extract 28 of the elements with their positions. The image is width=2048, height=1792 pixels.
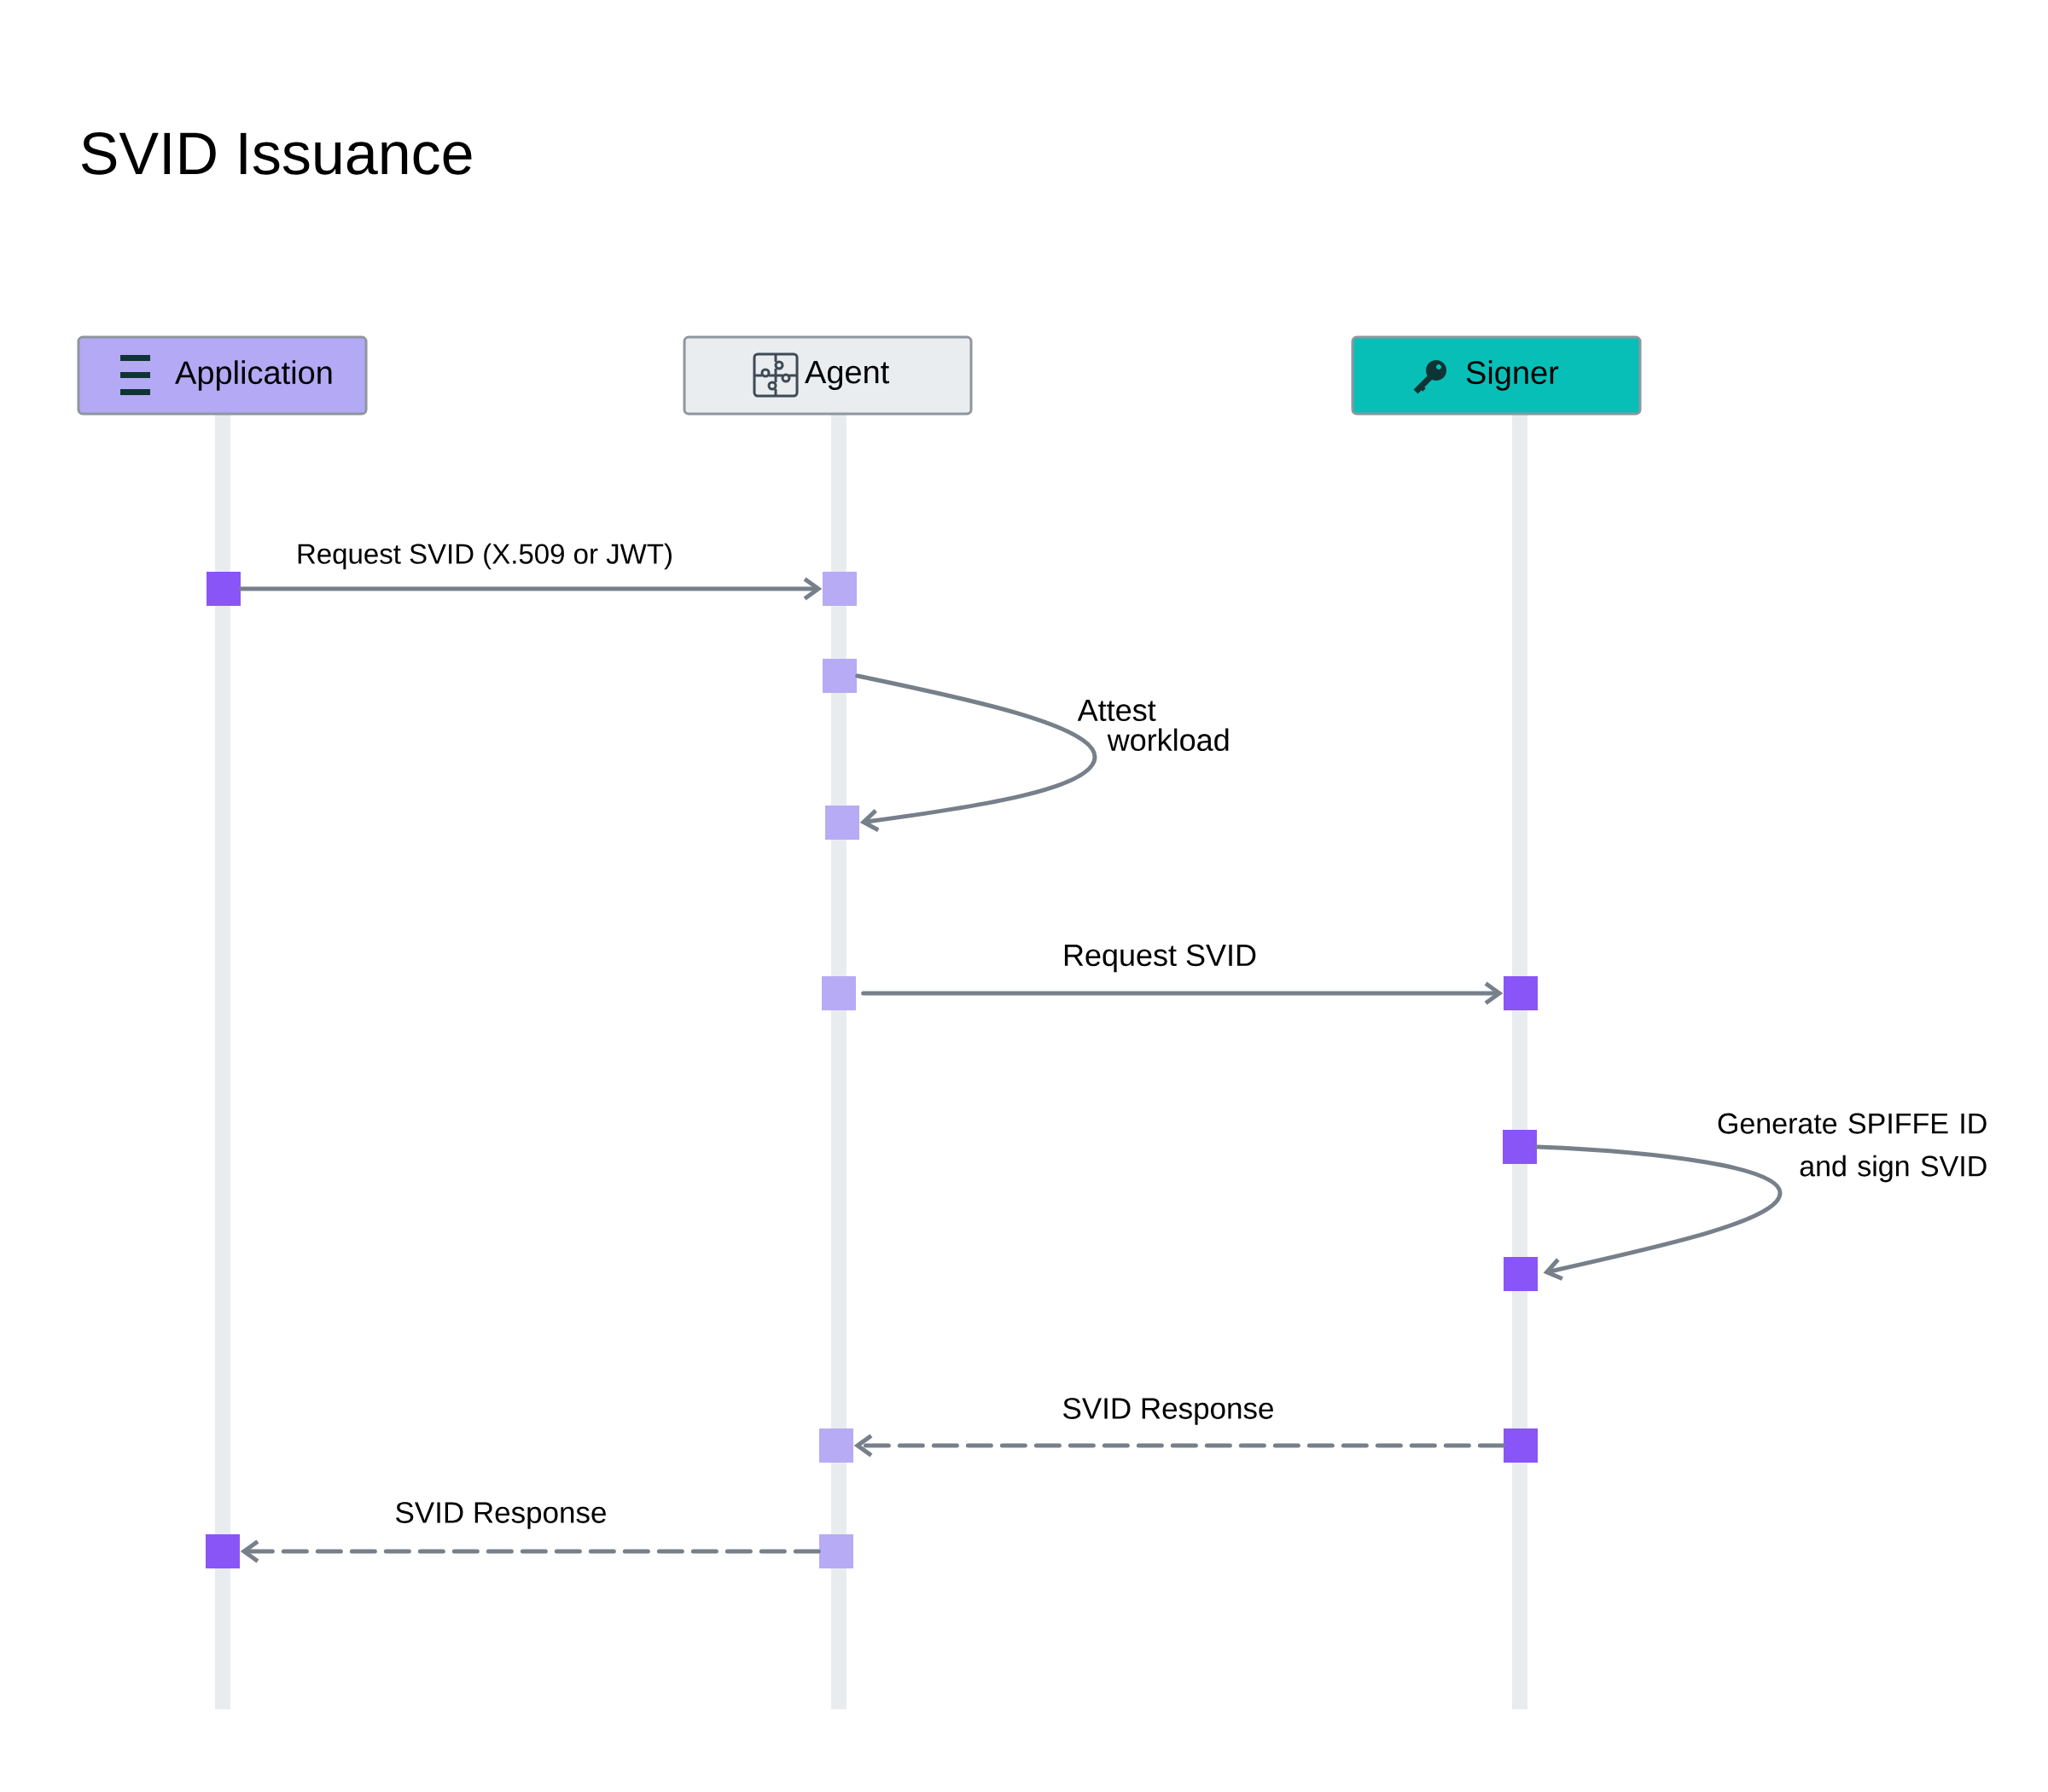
curved-arrow bbox=[855, 673, 1097, 832]
dashed-arrow bbox=[240, 1539, 821, 1563]
activation-box bbox=[819, 1534, 853, 1568]
edge-label: SVID Response bbox=[1063, 1398, 1273, 1425]
activation-box bbox=[1504, 976, 1538, 1010]
activation-box bbox=[1504, 1428, 1538, 1463]
activation-box bbox=[819, 1428, 853, 1463]
title: SVID Issuance bbox=[81, 132, 472, 175]
activation-box bbox=[206, 1534, 240, 1568]
arrow bbox=[861, 981, 1504, 1005]
edge-label: Generate SPIFFE ID and sign SVID bbox=[1718, 1113, 1987, 1183]
curved-arrow bbox=[1535, 1144, 1783, 1281]
edge-label: Request SVID bbox=[1064, 944, 1256, 973]
dashed-arrow bbox=[853, 1434, 1505, 1457]
activation-box bbox=[1503, 1130, 1537, 1164]
participant-box: Agent bbox=[683, 335, 973, 416]
participant-box: Signer bbox=[1351, 335, 1642, 416]
activation-box bbox=[823, 659, 857, 693]
activation-box bbox=[1504, 1257, 1538, 1291]
edge-label: Request SVID (X.509 or JWT) bbox=[298, 543, 672, 570]
arrow bbox=[239, 577, 823, 601]
activation-box bbox=[822, 976, 856, 1010]
activation-box bbox=[823, 572, 857, 606]
activation-box bbox=[825, 806, 859, 840]
edge-label: Attest workload bbox=[1077, 699, 1229, 752]
activation-box bbox=[207, 572, 241, 606]
participant-box: Application bbox=[77, 335, 368, 416]
edge-label: SVID Response bbox=[396, 1502, 606, 1529]
